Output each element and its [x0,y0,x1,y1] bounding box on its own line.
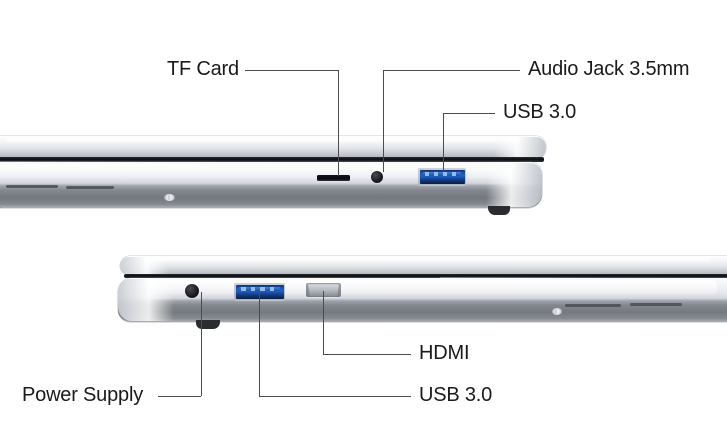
lid-highlight [5,138,524,144]
bezel-blue-reflection [0,161,294,163]
base-highlight [124,279,717,295]
usb-pin [451,172,456,176]
usb30-port-top[interactable] [418,168,466,185]
base-highlight [0,163,526,180]
usb-pin [241,287,246,291]
usb-tongue [238,286,281,291]
usb-pin [250,287,256,291]
laptop-lid-top [0,136,546,158]
hdmi-port-interior [308,284,339,296]
lid-endcap-left [120,257,168,275]
lid-endcap-right [494,137,546,158]
callout-label-tf-card: TF Card [167,58,239,80]
audio-jack-port[interactable] [371,171,383,183]
base-bottom-shade [118,312,727,322]
leader-line-hdmi-horizontal [323,354,411,355]
base-endcap-right [486,163,542,207]
vent-slot [66,186,114,189]
callout-label-usb30-bottom: USB 3.0 [419,384,493,406]
vent-slot [630,303,682,306]
leader-line-hdmi-vertical [323,291,324,354]
leader-line-audio-jack-horizontal [383,70,520,71]
leader-line-audio-jack-vertical [383,70,384,172]
laptop-base-bottom [118,278,727,322]
callout-label-hdmi: HDMI [419,342,470,364]
leader-line-power-supply-vertical [201,292,202,396]
rubber-foot [488,206,510,215]
lid-highlight [132,257,711,263]
status-led-icon [552,308,562,315]
usb30-port-bottom[interactable] [234,283,285,300]
status-led-mark [555,309,557,314]
usb-tongue [422,171,462,176]
leader-line-usb30-top-horizontal [443,113,495,114]
usb-pin [270,287,275,291]
callout-label-usb30-top: USB 3.0 [503,101,577,123]
leader-line-usb30-top-vertical [443,113,444,171]
tf-card-slot[interactable] [317,175,350,181]
vent-slot [565,304,621,307]
screen-bezel-seam [124,274,727,278]
laptop-lid-bottom [120,256,727,275]
hdmi-port[interactable] [306,283,341,297]
laptop-base-top [0,162,542,208]
usb-pin [433,172,438,176]
leader-line-tf-card-horizontal [245,70,338,71]
bezel-blue-reflection [440,277,727,279]
callout-label-audio-jack: Audio Jack 3.5mm [528,58,690,80]
vent-slot [6,185,58,188]
power-supply-port[interactable] [185,284,199,298]
usb-pin [442,172,447,176]
usb-port-interior [419,169,465,184]
usb-pin [424,172,429,176]
laptop-top-view [0,136,554,218]
status-led-mark [168,195,170,200]
leader-line-tf-card-vertical [338,70,339,176]
status-led-icon [164,194,175,201]
usb-pin [260,287,265,291]
base-endcap-left [118,279,174,321]
leader-line-power-supply-horizontal [158,396,201,397]
rubber-foot [196,320,220,329]
laptop-bottom-view [110,256,727,334]
leader-line-usb30-bottom-horizontal [259,396,411,397]
base-bottom-shade [0,197,542,208]
callout-label-power-supply: Power Supply [22,384,143,406]
usb-port-interior [235,284,284,299]
leader-line-usb30-bottom-vertical [259,292,260,396]
screen-bezel-seam [0,157,544,162]
